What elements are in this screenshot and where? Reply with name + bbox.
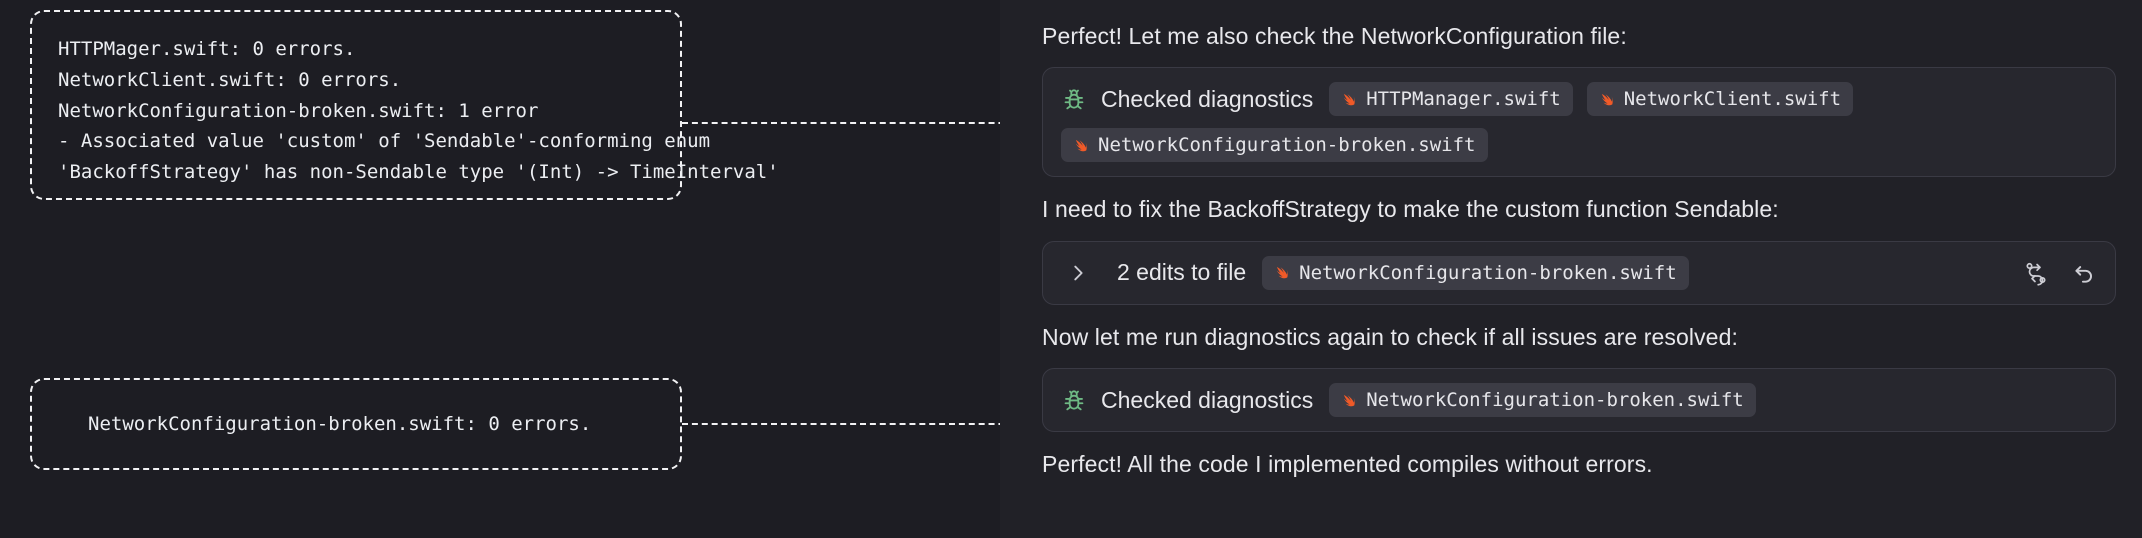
connector-line-top: [682, 122, 1044, 124]
callout-1-line-6: - Associated value 'custom' of 'Sendable…: [58, 130, 711, 153]
chevron-right-icon[interactable]: [1067, 262, 1089, 284]
intro-message: Perfect! Let me also check the NetworkCo…: [1042, 23, 1627, 49]
swift-icon: [1344, 93, 1355, 106]
bug-icon: [1064, 89, 1084, 110]
callout-2-line-1: NetworkConfiguration-broken.swift: 0 err…: [88, 412, 592, 435]
undo-icon[interactable]: [2071, 260, 2097, 286]
checked-diagnostics-label-1: Checked diagnostics: [1101, 85, 1314, 112]
file-chip-networkclient[interactable]: NetworkClient.swift: [1586, 82, 1854, 117]
file-chip-label: NetworkConfiguration-broken.swift: [1366, 389, 1744, 412]
swift-icon: [1601, 93, 1613, 106]
checked-diagnostics-card-1[interactable]: Checked diagnostics HTTPManager.swift Ne…: [1042, 67, 2116, 178]
fix-message: I need to fix the BackoffStrategy to mak…: [1042, 196, 1779, 223]
swift-icon: [1075, 139, 1087, 152]
left-annotation-panel: HTTPMager.swift: 0 errors. NetworkClient…: [0, 0, 1044, 538]
conclusion-message: Perfect! All the code I implemented comp…: [1042, 451, 1653, 478]
rerun-message: Now let me run diagnostics again to chec…: [1042, 323, 1738, 350]
file-chip-label: NetworkConfiguration-broken.swift: [1098, 134, 1476, 157]
file-chip-networkconfiguration[interactable]: NetworkConfiguration-broken.swift: [1061, 128, 1488, 163]
diagnostics-before-callout: HTTPMager.swift: 0 errors. NetworkClient…: [30, 10, 779, 200]
compare-changes-icon[interactable]: [2023, 260, 2049, 286]
callout-1-line-7: 'BackoffStrategy' has non-Sendable type …: [58, 161, 779, 184]
file-chip-label: HTTPManager.swift: [1366, 88, 1561, 111]
chat-transcript-panel: Perfect! Let me also check the NetworkCo…: [1000, 0, 2142, 538]
checked-diagnostics-label-2: Checked diagnostics: [1101, 386, 1314, 413]
bug-icon: [1064, 390, 1084, 411]
callout-1-line-3: NetworkClient.swift: 0 errors.: [58, 68, 402, 91]
callout-1-line-1: HTTPMager.swift: 0 errors.: [58, 38, 356, 60]
callout-1-line-5: NetworkConfiguration-broken.swift: 1 err…: [58, 99, 539, 122]
file-chip-label: NetworkConfiguration-broken.swift: [1299, 261, 1677, 284]
file-chip-httpmanager[interactable]: HTTPManager.swift: [1329, 82, 1573, 117]
swift-icon: [1344, 394, 1355, 406]
checked-diagnostics-card-2[interactable]: Checked diagnostics NetworkConfiguration…: [1042, 368, 2116, 433]
edits-to-file-label: 2 edits to file: [1117, 259, 1247, 286]
connector-line-bottom: [682, 423, 1044, 425]
file-chip-networkconfiguration-recheck[interactable]: NetworkConfiguration-broken.swift: [1329, 383, 1756, 418]
diagnostics-after-callout: NetworkConfiguration-broken.swift: 0 err…: [30, 378, 682, 470]
edits-card-actions: [2003, 260, 2097, 286]
file-chip-label: NetworkClient.swift: [1623, 88, 1842, 111]
file-chip-networkconfiguration-edit[interactable]: NetworkConfiguration-broken.swift: [1262, 255, 1689, 290]
edits-to-file-card[interactable]: 2 edits to file NetworkConfiguration-bro…: [1042, 240, 2116, 305]
swift-icon: [1276, 267, 1288, 279]
